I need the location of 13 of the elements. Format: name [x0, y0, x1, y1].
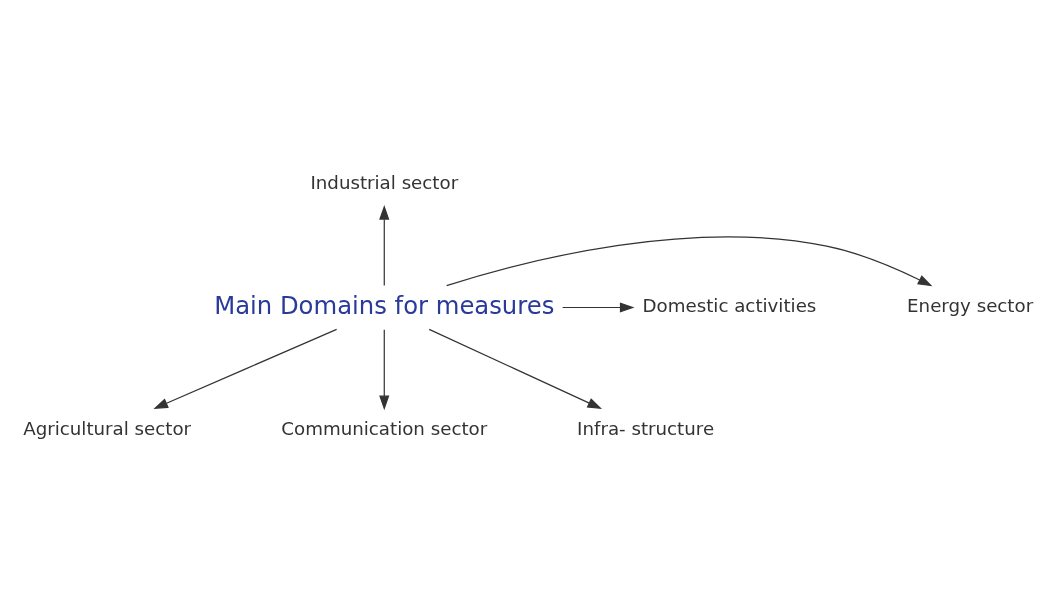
arrow — [562, 301, 635, 313]
arrow — [379, 204, 390, 286]
arrow — [428, 328, 603, 409]
node-text: Energy sector — [907, 294, 1034, 316]
arrow — [379, 328, 390, 410]
node-text: Infra- structure — [577, 417, 715, 439]
arrow — [446, 235, 933, 286]
node-text: Industrial sector — [310, 171, 459, 193]
node-text: Domestic activities — [642, 294, 817, 316]
node-text: Agricultural sector — [23, 417, 192, 439]
arrow — [153, 328, 338, 409]
node-text: Communication sector — [281, 417, 488, 439]
node-text: Main Domains for measures — [214, 290, 555, 320]
